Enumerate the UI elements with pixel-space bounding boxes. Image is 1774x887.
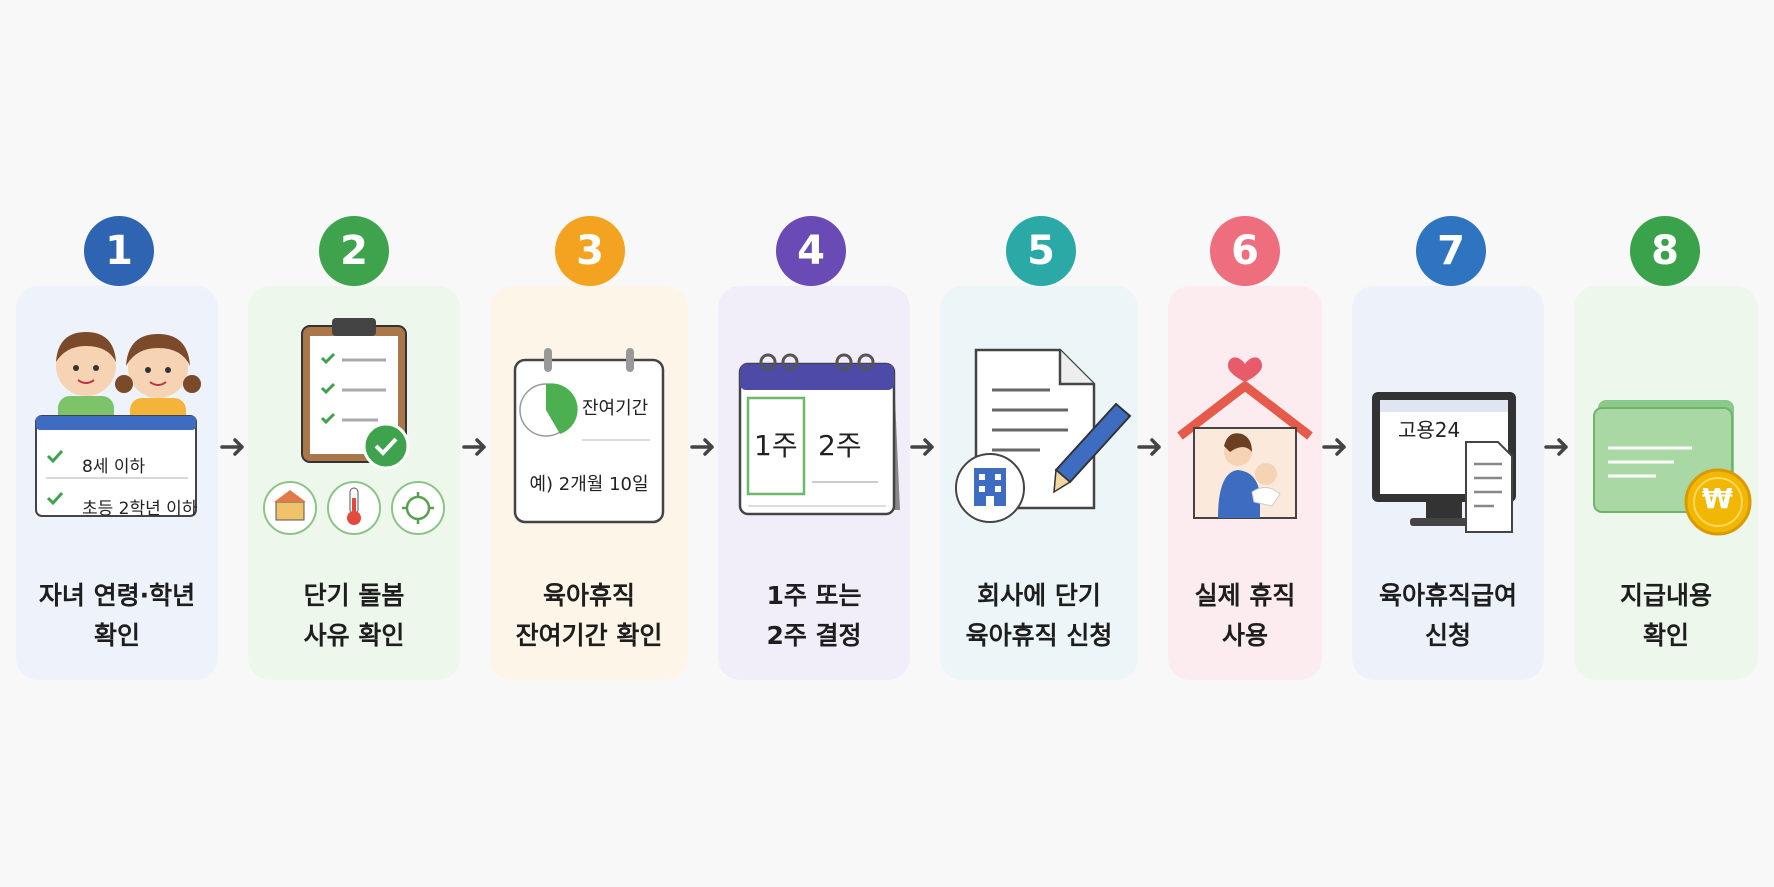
illustration-text-grade: 초등 2학년 이하 — [82, 499, 198, 519]
illustration-text-example: 예) 2개월 10일 — [529, 474, 649, 495]
virus-icon — [391, 481, 445, 535]
arrow-right-icon — [1542, 432, 1572, 462]
calendar-icon — [718, 296, 910, 546]
pie-chart-icon — [519, 383, 578, 437]
monitor-icon — [1352, 296, 1544, 546]
arrow-right-icon — [688, 432, 718, 462]
illustration-text-remaining: 잔여기간 — [582, 398, 649, 419]
week-two-label: 2주 — [818, 429, 862, 462]
step-number-badge: 6 — [1210, 216, 1280, 286]
thermometer-icon — [327, 481, 381, 535]
parent-child-icon — [1218, 433, 1281, 518]
week-one-label: 1주 — [754, 429, 798, 462]
arrow-right-icon — [1320, 432, 1350, 462]
document-icon — [940, 296, 1138, 546]
card-icon — [1574, 296, 1758, 546]
house-icon — [1168, 296, 1322, 546]
clipboard-icon — [248, 296, 460, 546]
step-number-badge: 3 — [555, 216, 625, 286]
arrow-right-icon — [460, 432, 490, 462]
arrow-right-icon — [1135, 432, 1165, 462]
won-coin-icon — [1684, 468, 1752, 536]
school-icon — [263, 481, 317, 535]
step-number-badge: 8 — [1630, 216, 1700, 286]
building-icon — [955, 453, 1025, 523]
step-number-badge: 5 — [1006, 216, 1076, 286]
step-number-badge: 2 — [319, 216, 389, 286]
step-number-badge: 4 — [776, 216, 846, 286]
goyong24-label: 고용24 — [1398, 418, 1461, 442]
children-icon — [16, 296, 218, 546]
calendar-icon — [490, 296, 688, 546]
heart-icon — [1228, 357, 1262, 382]
pen-icon — [1053, 402, 1132, 494]
step-number-badge: 1 — [84, 216, 154, 286]
won-symbol: ₩ — [1702, 482, 1733, 515]
arrow-right-icon — [908, 432, 938, 462]
step-number-badge: 7 — [1416, 216, 1486, 286]
arrow-right-icon — [218, 432, 248, 462]
illustration-text-age: 8세 이하 — [82, 457, 146, 477]
